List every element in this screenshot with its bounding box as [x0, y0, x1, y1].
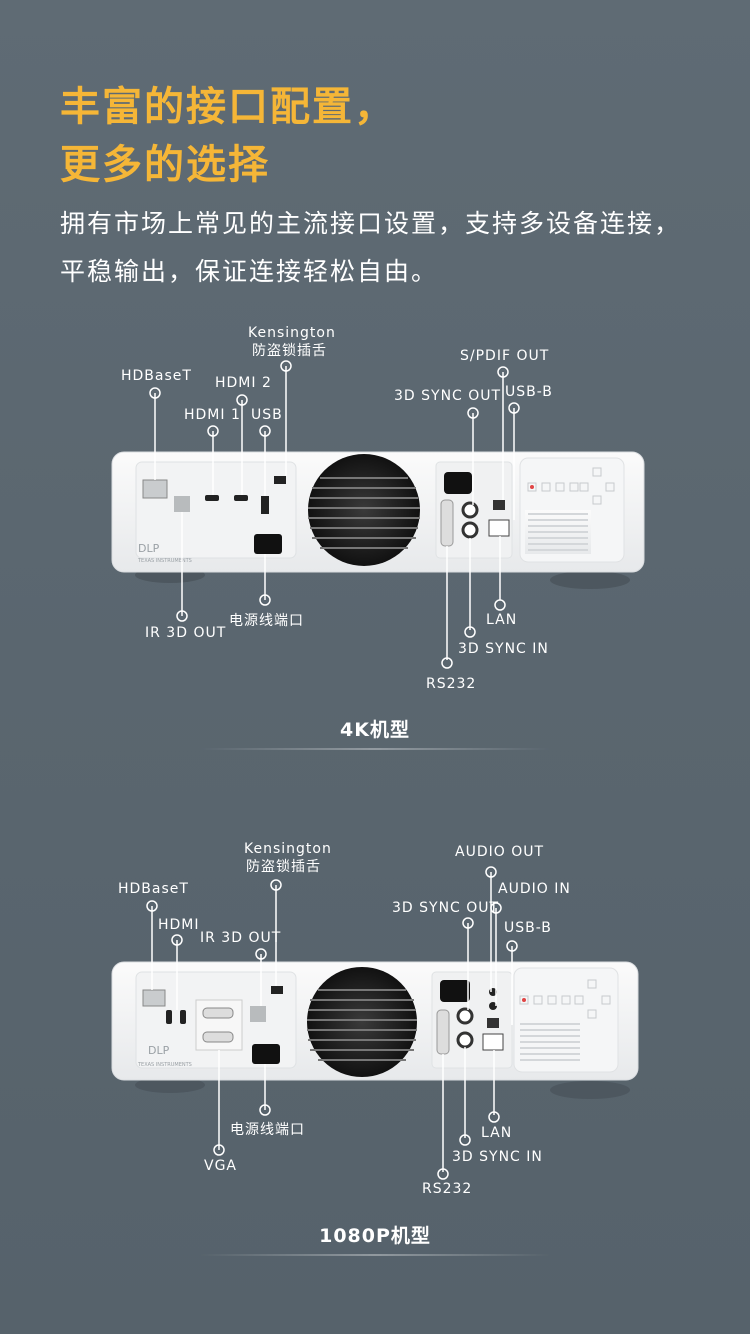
label-ir-3d-out-2: IR 3D OUT	[200, 930, 282, 946]
projector-4k: DLP TEXAS INSTRUMENTS	[0, 300, 750, 770]
label-audio-out: AUDIO OUT	[455, 844, 545, 860]
caption-4k: 4K机型	[340, 719, 410, 741]
headline-line-2: 更多的选择	[60, 142, 270, 188]
dlp-logo-2: DLP	[148, 1044, 170, 1057]
label-rs232: RS232	[426, 676, 477, 692]
label-hdmi: HDMI	[158, 917, 200, 933]
label-lan-2: LAN	[481, 1125, 513, 1141]
shelf-line-4k	[200, 748, 550, 750]
headline-line-1: 丰富的接口配置，	[60, 84, 396, 130]
label-rs232-2: RS232	[422, 1181, 473, 1197]
ti-text: TEXAS INSTRUMENTS	[137, 558, 192, 564]
label-3d-sync-out: 3D SYNC OUT	[394, 388, 502, 404]
label-kensington-en-2: Kensington	[244, 841, 332, 857]
shelf-line-1080p	[200, 1254, 550, 1256]
label-lan: LAN	[486, 612, 518, 628]
label-vga: VGA	[204, 1158, 238, 1174]
description: 拥有市场上常见的主流接口设置，支持多设备连接，平稳输出，保证连接轻松自由。	[60, 209, 682, 286]
label-power-port-2: 电源线端口	[230, 1122, 305, 1138]
label-hdbaset: HDBaseT	[121, 368, 192, 384]
label-usb: USB	[251, 407, 283, 423]
projector-1080p-drawing: DLP TEXAS INSTRUMENTS	[111, 866, 639, 1180]
ti-text-2: TEXAS INSTRUMENTS	[137, 1062, 192, 1068]
label-hdmi1: HDMI 1	[184, 407, 241, 423]
dlp-logo: DLP	[138, 542, 160, 555]
caption-1080p: 1080P机型	[319, 1225, 431, 1247]
projector-4k-drawing: DLP TEXAS INSTRUMENTS	[111, 360, 645, 669]
label-hdmi2: HDMI 2	[215, 375, 272, 391]
label-usb-b-2: USB-B	[504, 920, 552, 936]
label-power-port: 电源线端口	[229, 613, 304, 629]
label-audio-in: AUDIO IN	[498, 881, 571, 897]
label-ir-3d-out: IR 3D OUT	[145, 625, 227, 641]
label-usb-b: USB-B	[505, 384, 553, 400]
label-kensington-cn-2: 防盗锁插舌	[246, 859, 321, 875]
label-hdbaset-2: HDBaseT	[118, 881, 189, 897]
label-kensington-cn: 防盗锁插舌	[252, 343, 327, 359]
projector-1080p: DLP TEXAS INSTRUMENTS	[0, 810, 750, 1280]
label-3d-sync-in-2: 3D SYNC IN	[452, 1149, 543, 1165]
label-kensington-en: Kensington	[248, 325, 336, 341]
label-3d-sync-in: 3D SYNC IN	[458, 641, 549, 657]
label-3d-sync-out-2: 3D SYNC OUT	[392, 900, 500, 916]
label-spdif-out: S/PDIF OUT	[460, 348, 550, 364]
